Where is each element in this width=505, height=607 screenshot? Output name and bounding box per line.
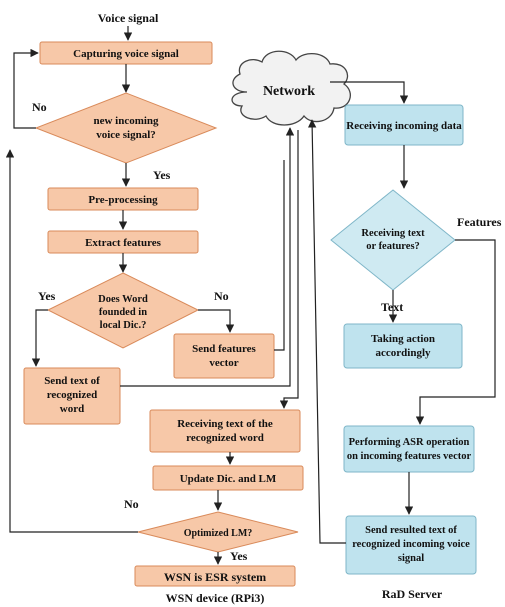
does-word-decision [46,272,200,349]
wsn-caption: WSN device (RPi3) [166,591,265,605]
send-result-line1: Send resulted text of [365,525,457,536]
asr-line1: Performing ASR operation [349,437,470,448]
send-text-line2: recognized [47,389,98,401]
new-incoming-line1: new incoming [93,115,159,127]
send-result-line3: signal [398,553,424,564]
new-incoming-line2: voice signal? [96,129,156,141]
preprocessing-label: Pre-processing [88,194,158,206]
yes-label-bottom: Yes [230,549,248,563]
final-label: WSN is ESR system [164,570,266,584]
final-box [134,565,296,587]
update-dic-label: Update Dic. and LM [180,473,277,485]
yes-label-left: Yes [38,289,56,303]
receiving-text-box [149,409,301,453]
no-label-top: No [32,100,47,114]
text-label: Text [381,300,403,314]
receiving-data-label: Receiving incoming data [346,120,462,132]
send-result-line2: recognized incoming voice [352,539,470,550]
voice-signal-label: Voice signal [98,11,159,25]
asr-line2: on incoming features vector [347,451,472,462]
network-cloud [231,50,351,126]
yes-label-1: Yes [153,168,171,182]
text-or-features-line1: Receiving text [361,228,425,239]
features-label: Features [457,215,502,229]
no-label-bottom: No [124,497,139,511]
text-or-features-decision [330,189,456,291]
server-caption: RaD Server [382,587,443,601]
asr-box [343,425,475,473]
receiving-text-line2: recognized word [186,432,264,444]
text-or-features-line2: or features? [366,241,420,252]
capturing-voice-label: Capturing voice signal [73,48,179,60]
send-result-box [345,515,477,575]
new-incoming-decision [34,92,218,164]
taking-action-line2: accordingly [376,347,431,359]
send-features-line1: Send features [192,343,256,355]
send-features-line2: vector [209,357,238,369]
receiving-text-line1: Receiving text of the [177,418,273,430]
does-word-line3: local Dic.? [100,320,147,331]
send-features-box [173,333,275,379]
does-word-line1: Does Word [98,294,148,305]
send-text-line3: word [60,403,84,415]
optimized-lm-label: Optimized LM? [184,528,253,539]
update-dic-box [152,465,304,491]
send-text-box [23,367,121,425]
taking-action-line1: Taking action [371,333,435,345]
no-label-right: No [214,289,229,303]
send-text-line1: Send text of [44,375,100,387]
does-word-line2: founded in [99,307,147,318]
network-label: Network [263,84,315,99]
extract-features-label: Extract features [85,237,162,249]
taking-action-box [343,323,463,369]
